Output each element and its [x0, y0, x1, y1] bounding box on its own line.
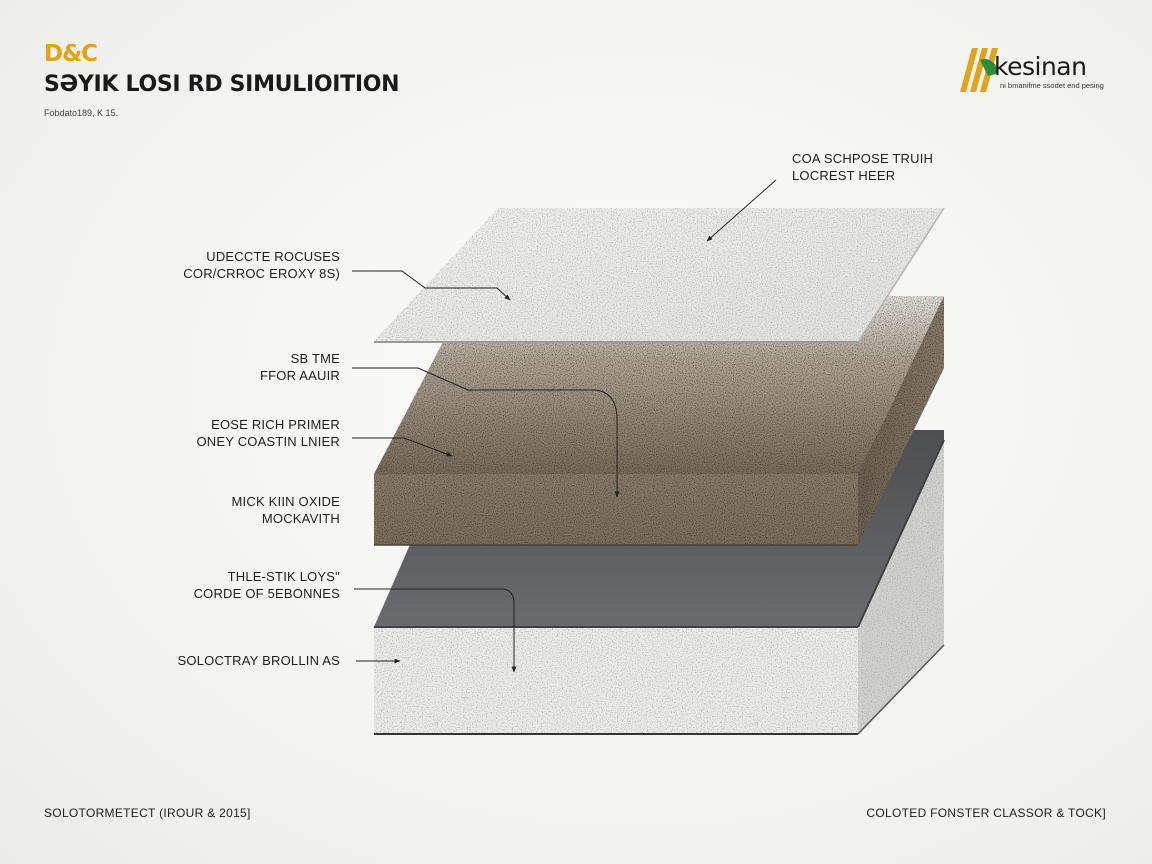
leader-top-right	[706, 179, 777, 242]
leader-time	[352, 367, 620, 498]
label-oxide: MICK KIIN OXIDE MOCKAVITH	[231, 494, 340, 526]
leader-stik	[354, 588, 517, 673]
page-title: SƏYIK LOSI RD SIMULIOITION	[44, 72, 400, 97]
brand-name: kesinan	[994, 52, 1087, 81]
leader-lines	[352, 179, 777, 673]
label-primer: EOSE RICH PRIMER ONEY COASTIN LNIER	[196, 417, 340, 449]
leader-epoxy	[352, 270, 511, 301]
logo-mark: D&C	[44, 41, 98, 67]
label-time: SB TME FFOR AAUIR	[259, 351, 340, 383]
brand-tagline: ni bmanifme ssodet end pesing	[1000, 81, 1104, 90]
brand-logo: kesinan ni bmanifme ssodet end pesing	[958, 46, 1108, 96]
footer-right: COLOTED FONSTER CLASSOR & TOCK]	[866, 806, 1106, 820]
top-sheet-layer	[374, 207, 945, 343]
label-base: SOLOCTRAY BROLLIN AS	[177, 653, 340, 668]
label-epoxy: UDECCTE ROCUSES COR/CRROC EROXY 8S)	[183, 249, 340, 281]
leader-primer	[352, 437, 453, 457]
label-stik: THLE-STIK LOYS" CORDE OF 5EBONNES	[193, 569, 340, 601]
header: D&C SƏYIK LOSI RD SIMULIOITION Fobdato18…	[44, 41, 400, 118]
foam-base-layer	[374, 440, 945, 735]
brand-stripes-icon	[960, 48, 998, 92]
label-top-coat: COA SCHPOSE TRUIH LOCREST HEER	[792, 151, 934, 183]
page-subtitle: Fobdato189, K 15.	[44, 108, 119, 118]
footer-left: SOLOTORMETECT (IROUR & 2015]	[44, 806, 251, 820]
